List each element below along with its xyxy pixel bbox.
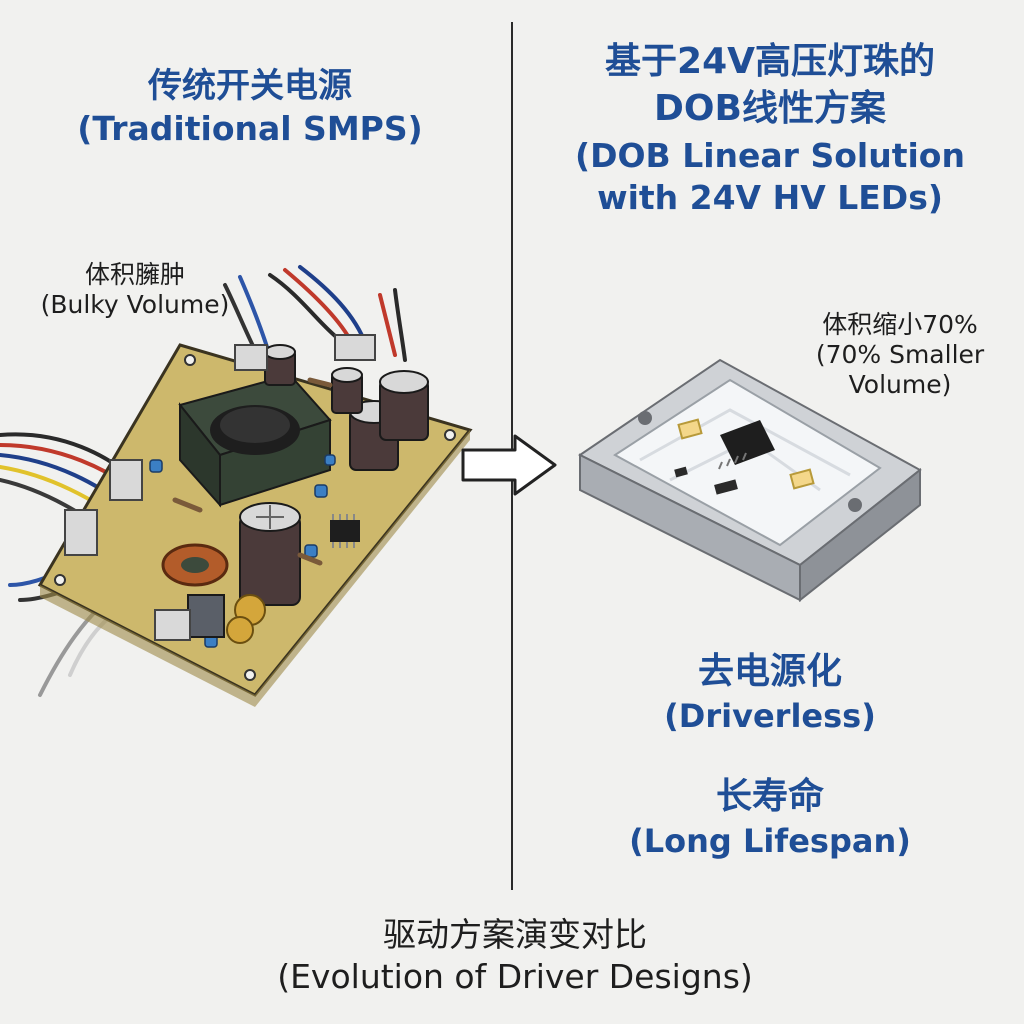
left-title-cn: 传统开关电源 [148,66,352,106]
capacitor-small-1 [264,344,296,386]
led-chip-1 [677,418,703,440]
ic-chip [330,514,360,548]
right-arrow-icon [461,434,557,496]
right-title-en-line1: (DOB Linear Solution [575,136,965,176]
toroid-inductor [161,543,229,587]
connectors [64,334,376,641]
left-title-en: (Traditional SMPS) [77,108,423,148]
dob-led-module-illustration [578,358,922,603]
disc-capacitor-2 [226,616,254,644]
right-title: 基于24V高压灯珠的 DOB线性方案 (DOB Linear Solution … [530,40,1010,218]
bottom-caption: 驱动方案演变对比 (Evolution of Driver Designs) [200,915,830,996]
feature-driverless: 去电源化 (Driverless) [580,650,960,736]
feature1-cn: 去电源化 [697,651,842,692]
capacitor-large [239,502,301,606]
transformer [178,373,332,508]
right-title-cn-line2: DOB线性方案 [654,88,886,130]
capacitor-medium-2 [379,370,429,441]
driver-ic [718,420,775,470]
feature-long-lifespan: 长寿命 (Long Lifespan) [580,775,960,861]
resistors [172,377,333,566]
smps-circuit-board-illustration [0,265,473,707]
led-chip-2 [789,468,815,490]
capacitor-small-2 [331,367,363,414]
right-title-cn-line1: 基于24V高压灯珠的 [605,41,935,82]
caption-cn: 驱动方案演变对比 [383,915,647,954]
right-note-en-line2: Volume) [848,370,952,399]
right-note-cn: 体积缩小70% [822,310,978,339]
right-note-en-line1: (70% Smaller [815,340,985,369]
feature1-en: (Driverless) [664,697,876,736]
left-title: 传统开关电源 (Traditional SMPS) [40,66,460,148]
feature2-en: (Long Lifespan) [629,822,911,861]
left-note-cn: 体积臃肿 [84,260,185,289]
feature2-cn: 长寿命 [715,776,824,817]
right-title-en-line2: with 24V HV LEDs) [597,177,943,217]
right-note: 体积缩小70% (70% Smaller Volume) [780,310,1020,400]
caption-en: (Evolution of Driver Designs) [277,956,753,996]
left-note-en: (Bulky Volume) [40,290,230,319]
left-note: 体积臃肿 (Bulky Volume) [10,260,260,320]
filter-block [187,594,225,638]
smd-components [674,466,738,495]
white-pcb [613,378,882,547]
